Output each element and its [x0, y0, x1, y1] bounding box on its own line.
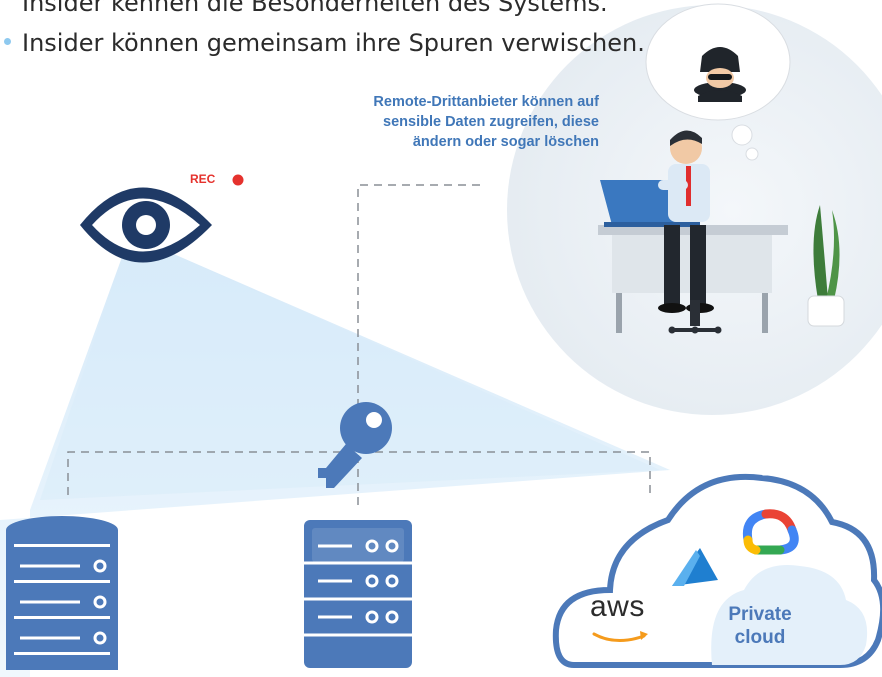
caption-line-3: ändern oder sogar löschen: [412, 134, 599, 150]
azure-icon: [672, 548, 718, 586]
private-cloud-line-2: cloud: [734, 627, 786, 648]
bullet-dot: [4, 38, 11, 45]
google-cloud-icon: [742, 509, 799, 555]
bullet-line-1: Insider kennen die Besonderheiten des Sy…: [22, 0, 608, 17]
connection-lines: [67, 184, 651, 505]
eye-icon: [80, 187, 212, 263]
remote-worker-illustration: [507, 3, 882, 415]
database-icon: [6, 516, 118, 670]
rec-label: REC: [190, 172, 216, 186]
private-cloud-label: Private cloud: [712, 603, 808, 649]
cloud-icon: [552, 474, 882, 668]
caption-line-2: sensible Daten zugreifen, diese: [383, 114, 599, 130]
remote-access-caption: Remote-Drittanbieter können auf sensible…: [373, 92, 599, 152]
rec-indicator-dot: [232, 174, 244, 186]
amazon-smile-icon: [592, 632, 646, 642]
amazon-smile-arrow: [640, 631, 648, 640]
aws-logo-text: aws: [590, 590, 645, 623]
spy-icon: [694, 47, 746, 102]
private-cloud-line-1: Private: [728, 604, 792, 625]
bullet-line-2: Insider können gemeinsam ihre Spuren ver…: [22, 29, 645, 57]
surveillance-cone-inner: [40, 235, 660, 500]
key-icon: [318, 402, 392, 488]
caption-line-1: Remote-Drittanbieter können auf: [373, 94, 599, 110]
server-icon: [304, 520, 412, 668]
